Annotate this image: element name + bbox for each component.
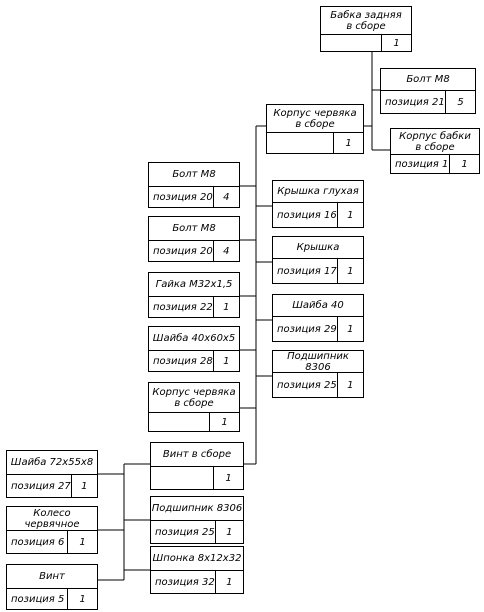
part-title: Корпус червяка в сборе [149, 383, 239, 413]
part-title: Шпонка 8х12х32 [151, 547, 243, 571]
part-title: Гайка М32х1,5 [149, 273, 239, 297]
part-position [149, 413, 209, 431]
part-position: позиция 21 [385, 96, 445, 108]
part-quantity: 1 [449, 155, 479, 173]
part-title: Подшипник 8306 [151, 497, 243, 521]
part-quantity: 1 [209, 413, 239, 431]
part-position: позиция 20 [153, 245, 213, 257]
part-quantity: 4 [212, 187, 239, 207]
part-position: позиция 25 [155, 526, 215, 538]
part-quantity: 5 [445, 91, 475, 113]
part-quantity: 1 [381, 35, 411, 51]
part-title: Болт М8 [149, 217, 239, 241]
part-quantity: 1 [336, 203, 363, 227]
part-position: позиция 27 [11, 480, 71, 492]
part-quantity: 1 [213, 467, 243, 489]
part-position: позиция 16 [277, 209, 337, 221]
part-title: Корпус червяка в сборе [267, 105, 363, 133]
part-quantity: 1 [212, 297, 239, 317]
part-position [321, 35, 381, 51]
part-title: Корпус бабки в сборе [391, 129, 479, 155]
part-position: позиция 29 [277, 323, 337, 335]
part-quantity: 1 [214, 521, 243, 543]
part-quantity: 4 [212, 241, 239, 261]
part-position [267, 133, 333, 153]
part-title: Винт в сборе [151, 443, 243, 467]
part-title: Крышка глухая [273, 181, 363, 203]
part-title: Болт М8 [149, 163, 239, 187]
part-quantity: 1 [67, 531, 97, 553]
part-title: Винт [7, 565, 97, 589]
part-position: позиция 22 [153, 301, 213, 313]
part-quantity: 1 [333, 133, 363, 153]
part-position: позиция 1 [395, 158, 449, 170]
part-title: Шайба 40х60х5 [149, 327, 239, 351]
part-position: позиция 32 [155, 576, 215, 588]
part-quantity: 1 [212, 351, 239, 371]
part-title: Болт М8 [381, 69, 475, 91]
part-title: Шайба 72х55х8 [7, 451, 97, 475]
part-quantity: 1 [214, 571, 243, 593]
part-title: Подшипник 8306 [273, 351, 363, 373]
part-quantity: 1 [70, 475, 97, 497]
part-position: позиция 28 [153, 355, 213, 367]
part-position: позиция 5 [11, 593, 65, 605]
part-quantity: 1 [336, 317, 363, 341]
part-position: позиция 20 [153, 191, 213, 203]
part-position: позиция 6 [11, 536, 65, 548]
part-quantity: 1 [336, 259, 363, 283]
part-position [151, 467, 213, 489]
part-position: позиция 17 [277, 265, 337, 277]
part-position: позиция 25 [277, 379, 337, 391]
part-title: Крышка [273, 237, 363, 259]
part-title: Бабка задняя в сборе [321, 7, 411, 35]
part-quantity: 1 [67, 589, 97, 609]
part-title: Колесо червячное [7, 507, 97, 531]
part-quantity: 1 [336, 373, 363, 397]
part-title: Шайба 40 [273, 295, 363, 317]
